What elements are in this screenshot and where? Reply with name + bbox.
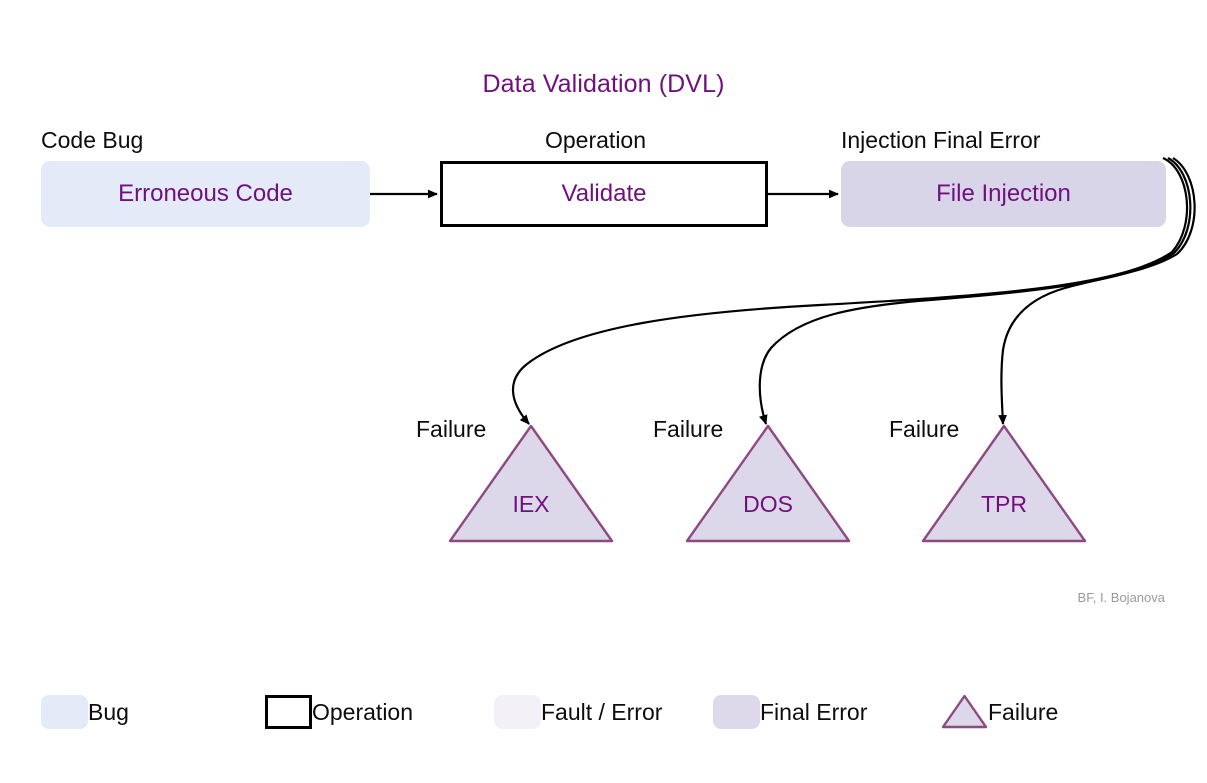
legend-item-bug: Bug [41,690,129,734]
node-file-injection-label: File Injection [936,180,1071,207]
triangle-shape-tpr [921,424,1087,543]
node-validate-label: Validate [561,180,647,207]
failure-label-iex: IEX [512,491,550,517]
bug-caption: Code Bug [41,127,144,153]
attribution-text: BF, I. Bojanova [1077,590,1165,605]
failure-label-tpr: TPR [981,491,1027,517]
legend-label-operation: Operation [312,698,414,725]
final-error-caption: Injection Final Error [841,127,1041,153]
legend-item-operation: Operation [265,690,413,734]
failure-tag-iex: Failure [416,416,487,442]
triangle-shape-dos [685,424,851,543]
node-validate[interactable]: Validate [440,161,768,227]
node-erroneous-code[interactable]: Erroneous Code [41,161,370,227]
failure-label-dos: DOS [743,491,793,517]
triangle-shape-iex [448,424,614,543]
legend-item-final-error: Final Error [713,690,867,734]
legend-label-final-error: Final Error [760,698,868,725]
node-file-injection[interactable]: File Injection [841,161,1166,227]
operation-caption: Operation [545,127,647,153]
node-erroneous-code-label: Erroneous Code [118,180,293,207]
final-error-swatch-icon [713,695,760,729]
fault-error-swatch-icon [494,695,541,729]
failure-triangle-iex[interactable]: IEX [447,423,615,547]
legend-item-fault-error: Fault / Error [494,690,662,734]
failure-tag-dos: Failure [653,416,724,442]
failure-tag-tpr: Failure [889,416,960,442]
legend-label-failure: Failure [988,698,1059,725]
legend-label-bug: Bug [88,698,129,725]
legend-label-fault-error: Fault / Error [541,698,663,725]
failure-triangle-dos[interactable]: DOS [684,423,852,547]
bug-swatch-icon [41,695,88,729]
failure-swatch-icon [941,694,988,730]
operation-swatch-icon [265,695,312,729]
failure-triangle-tpr[interactable]: TPR [920,423,1088,547]
legend-item-failure: Failure [941,690,1058,734]
page-title: Data Validation (DVL) [482,70,725,98]
legend: Bug Operation Fault / Error Final Error … [0,690,1207,746]
